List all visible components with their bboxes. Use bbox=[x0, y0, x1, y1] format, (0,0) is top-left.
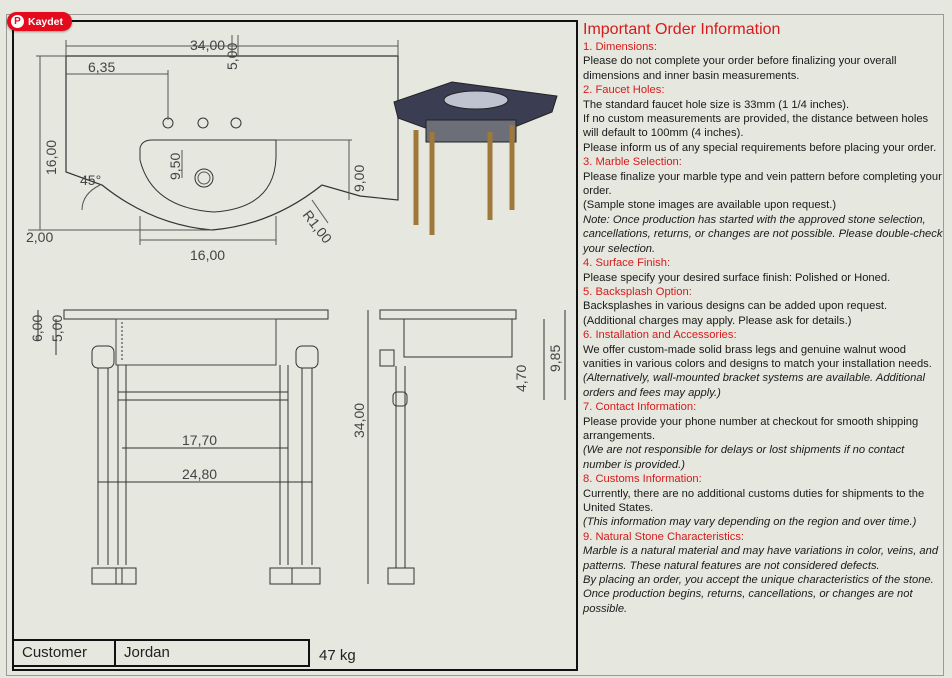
dim-right-depth: 9,00 bbox=[351, 165, 367, 192]
customer-label: Customer bbox=[12, 639, 116, 667]
info-section-text: The standard faucet hole size is 33mm (1… bbox=[583, 98, 850, 111]
dim-leg-inner: 17,70 bbox=[182, 432, 217, 448]
sink-3d-preview bbox=[393, 81, 558, 235]
info-section-text: Please provide your phone number at chec… bbox=[583, 415, 919, 442]
save-button-label: Kaydet bbox=[28, 15, 64, 28]
dim-top-offset: 5,00 bbox=[224, 43, 240, 70]
dim-basin-depth: 9,50 bbox=[167, 153, 183, 180]
info-section-text: (Additional charges may apply. Please as… bbox=[583, 314, 852, 327]
faucet-hole-right bbox=[230, 117, 242, 129]
technical-drawing: 34,00 5,00 6,35 16,00 9,50 45° 9,00 R1,0… bbox=[26, 35, 566, 585]
info-title: Important Order Information bbox=[583, 21, 781, 38]
info-section-heading: 5. Backsplash Option: bbox=[583, 285, 692, 298]
info-section-heading: 9. Natural Stone Characteristics: bbox=[583, 530, 745, 543]
info-section-text: Please specify your desired surface fini… bbox=[583, 271, 891, 284]
top-view bbox=[28, 35, 399, 245]
info-section-heading: 1. Dimensions: bbox=[583, 41, 657, 53]
info-section-heading: 7. Contact Information: bbox=[583, 401, 697, 414]
info-section-heading: 2. Faucet Holes: bbox=[583, 84, 665, 97]
info-section-text: Please do not complete your order before… bbox=[583, 55, 897, 82]
dim-angle: 45° bbox=[80, 172, 101, 188]
info-section-heading: 3. Marble Selection: bbox=[583, 156, 682, 169]
drawing-frame bbox=[12, 20, 578, 671]
dim-top-width: 34,00 bbox=[190, 37, 225, 53]
dim-left-offset: 6,35 bbox=[88, 59, 115, 75]
dim-radius: R1,00 bbox=[300, 207, 336, 246]
info-section-text: Currently, there are no additional custo… bbox=[583, 487, 925, 514]
customer-name: Jordan bbox=[114, 639, 310, 667]
dim-depth: 16,00 bbox=[43, 140, 59, 175]
dimension-labels: 34,00 5,00 6,35 16,00 9,50 45° 9,00 R1,0… bbox=[26, 37, 563, 482]
info-section-heading: 6. Installation and Accessories: bbox=[583, 329, 737, 342]
info-section-text: Please inform us of any special requirem… bbox=[583, 141, 937, 154]
side-view bbox=[367, 309, 566, 585]
dim-side-total: 9,85 bbox=[547, 345, 563, 372]
faucet-hole-center bbox=[197, 117, 209, 129]
info-section-text: Please finalize your marble type and vei… bbox=[583, 170, 942, 198]
weight-value: 47 kg bbox=[319, 647, 356, 664]
info-section-heading: 4. Surface Finish: bbox=[583, 257, 671, 270]
info-section-text: By placing an order, you accept the uniq… bbox=[583, 574, 934, 615]
info-section-text: Marble is a natural material and may hav… bbox=[583, 545, 939, 572]
info-section-text: Note: Once production has started with t… bbox=[583, 213, 943, 255]
info-section-text: We offer custom-made solid brass legs an… bbox=[583, 343, 932, 370]
dim-side-apron: 4,70 bbox=[513, 365, 529, 392]
info-section-text: (Alternatively, wall-mounted bracket sys… bbox=[583, 372, 925, 399]
info-section-text: (We are not responsible for delays or lo… bbox=[583, 444, 905, 471]
pinterest-icon: P bbox=[11, 15, 24, 28]
dim-slab-inner: 5,00 bbox=[49, 315, 65, 342]
order-information-panel: Important Order Information 1. Dimension… bbox=[583, 20, 943, 675]
info-section-heading: 8. Customs Information: bbox=[583, 473, 702, 486]
dim-leg-outer: 24,80 bbox=[182, 466, 217, 482]
front-view bbox=[37, 309, 329, 585]
info-section-text: (This information may vary depending on … bbox=[583, 516, 917, 529]
dim-height: 34,00 bbox=[351, 403, 367, 438]
dim-basin-width: 16,00 bbox=[190, 247, 225, 263]
dim-edge: 2,00 bbox=[26, 229, 53, 245]
drain-hole bbox=[194, 168, 214, 188]
dim-slab-outer: 6,00 bbox=[29, 315, 45, 342]
info-section-text: Backsplashes in various designs can be a… bbox=[583, 300, 888, 313]
info-section-text: (Sample stone images are available upon … bbox=[583, 199, 837, 212]
save-button[interactable]: P Kaydet bbox=[7, 12, 73, 31]
info-section-text: If no custom measurements are provided, … bbox=[583, 113, 929, 140]
